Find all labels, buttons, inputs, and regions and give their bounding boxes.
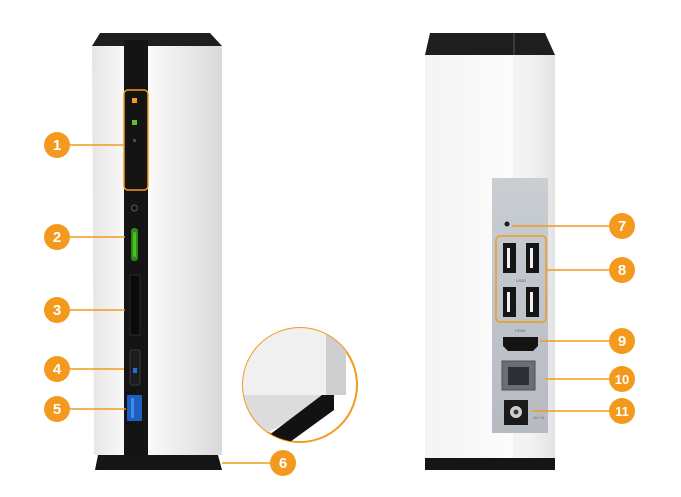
callout-badge-10 <box>609 366 635 392</box>
callout-badge-11 <box>609 398 635 424</box>
usb3-port[interactable] <box>127 395 142 421</box>
callout-number-7: 7 <box>618 218 626 235</box>
rear-io-panel <box>492 178 548 433</box>
callout-badge-7 <box>609 213 635 239</box>
copy-button[interactable] <box>129 349 141 386</box>
callout-number-8: 8 <box>618 262 626 279</box>
callout-badge-4 <box>44 356 70 382</box>
callout-badge-3 <box>44 297 70 323</box>
callout-badge-9 <box>609 328 635 354</box>
callout-badge-1 <box>44 132 70 158</box>
led-highlight-box <box>123 89 149 191</box>
hdmi-label: HDMI <box>515 328 525 333</box>
callout-number-10: 10 <box>615 372 629 387</box>
callout-number-3: 3 <box>53 302 61 319</box>
usb2-label: USB2 <box>516 278 527 283</box>
callout-number-6: 6 <box>279 455 287 472</box>
usb2-port-1-tongue <box>507 248 510 268</box>
usb2-port-3-tongue <box>507 292 510 312</box>
callout-number-9: 9 <box>618 333 626 350</box>
front-body <box>92 46 222 455</box>
copy-led-icon <box>133 368 137 373</box>
status-led-lan-icon <box>132 98 137 103</box>
rear-top-seam <box>513 33 515 55</box>
callout-layer: 1 2 3 4 5 6 7 8 9 10 11 <box>44 132 635 476</box>
callout-badge-8 <box>609 257 635 283</box>
callout-badge-5 <box>44 396 70 422</box>
usb2-port-4-tongue <box>530 292 533 312</box>
callout-badge-6 <box>270 450 296 476</box>
power-label: DC IN <box>534 415 545 420</box>
device-rear-view: USB2 HDMI DC IN <box>425 33 555 470</box>
base-zoom-detail <box>242 327 358 443</box>
usb2-port-2-tongue <box>530 248 533 268</box>
ethernet-port-jack <box>508 367 529 385</box>
callout-badge-2 <box>44 224 70 250</box>
sd-card-slot[interactable] <box>129 274 141 336</box>
reset-button[interactable] <box>504 221 510 227</box>
callout-number-5: 5 <box>53 401 61 418</box>
usb3-port-tongue <box>131 398 134 418</box>
callout-number-4: 4 <box>53 361 62 378</box>
drive-tray-base <box>95 455 222 470</box>
device-front-view <box>92 33 222 470</box>
front-top-cap <box>92 33 222 46</box>
callout-number-2: 2 <box>53 229 61 246</box>
status-led-power-icon <box>133 139 136 142</box>
usb-highlight-box <box>495 235 547 323</box>
status-led-disk-icon <box>132 120 137 125</box>
power-symbol-icon <box>131 204 138 212</box>
power-led-icon <box>133 232 136 257</box>
hdmi-port[interactable] <box>503 337 538 351</box>
power-input-core-icon <box>513 409 519 415</box>
rear-base <box>425 458 555 470</box>
callout-number-1: 1 <box>53 137 61 154</box>
callout-number-11: 11 <box>615 404 629 419</box>
rear-top-cap <box>425 33 555 55</box>
